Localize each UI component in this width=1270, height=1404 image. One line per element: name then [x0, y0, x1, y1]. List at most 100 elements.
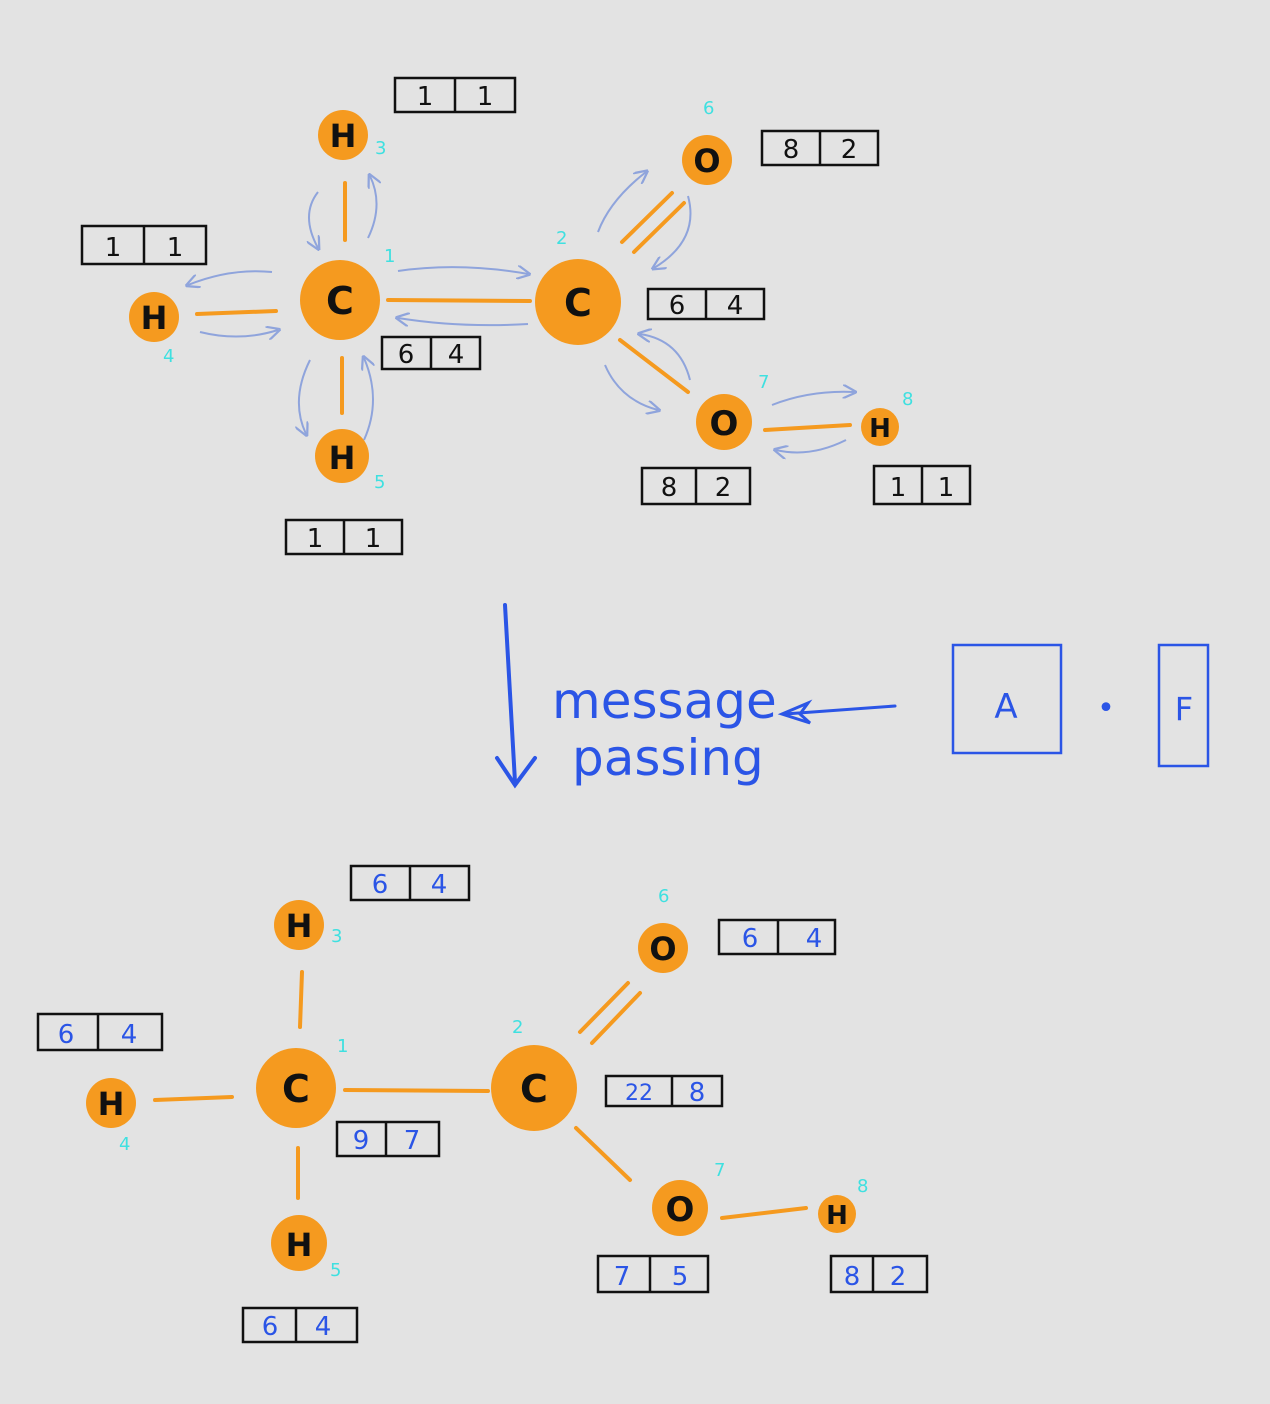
feature-box-c1: 9 7 [335, 1120, 441, 1158]
message-arrow-icon [640, 334, 691, 381]
message-arrow-icon [309, 191, 318, 248]
atom-index: 4 [119, 1134, 130, 1155]
atom-h4: H 4 [129, 292, 179, 367]
atom-c1: C 1 [256, 1036, 348, 1128]
message-arrow-icon [771, 392, 854, 406]
atom-index: 6 [658, 886, 669, 907]
feature-value: 1 [365, 524, 382, 554]
atom-symbol: C [564, 281, 592, 325]
feature-value: 6 [262, 1312, 279, 1342]
molecule-before: C 1 C 2 H 3 H 4 H 5 O 6 O [80, 76, 972, 556]
feature-value: 6 [669, 291, 686, 321]
message-label: message [552, 672, 777, 730]
feature-box-c2: 22 8 [604, 1074, 724, 1108]
atom-o6: O 6 [638, 886, 688, 973]
bond-o7-h8 [720, 1206, 808, 1220]
bond-c2-o6-b [590, 991, 642, 1045]
feature-box-h3: 6 4 [349, 864, 471, 902]
atom-o6: O 6 [682, 98, 732, 185]
bond-c1-h3 [298, 970, 304, 1029]
atom-index: 7 [758, 372, 769, 393]
feature-value: 6 [398, 340, 415, 370]
bond-c1-c2 [386, 298, 532, 303]
atom-h5: H 5 [271, 1215, 341, 1281]
message-arrow-icon [398, 318, 529, 325]
message-passing-section: message passing A • F [495, 603, 1210, 789]
feature-value: 4 [727, 291, 744, 321]
message-arrow-icon [654, 195, 692, 268]
atom-symbol: C [326, 279, 354, 323]
message-arrow-icon [364, 358, 373, 441]
feature-value: 4 [431, 870, 448, 900]
message-arrow-icon [776, 439, 847, 452]
feature-box-h4: 6 4 [36, 1012, 164, 1052]
atom-c2: C 2 [535, 228, 621, 345]
molecule-after: C 1 C 2 H 3 H 4 H 5 O 6 O [36, 864, 929, 1344]
feature-value: 1 [167, 233, 184, 263]
bond-c2-o6-b [632, 201, 686, 254]
feature-value: 7 [404, 1126, 421, 1156]
passing-label: passing [572, 729, 764, 787]
atom-h3: H 3 [318, 110, 386, 160]
atom-symbol: H [286, 907, 313, 945]
bond-c2-o7 [574, 1126, 632, 1182]
atom-index: 3 [375, 138, 386, 159]
atom-index: 5 [374, 472, 385, 493]
matrix-f: F [1157, 643, 1210, 768]
atom-h8: H 8 [861, 389, 913, 446]
feature-value: 1 [938, 473, 955, 503]
feature-value: 4 [806, 924, 823, 954]
atom-o7: O 7 [696, 372, 769, 450]
atom-h4: H 4 [86, 1078, 136, 1155]
matrix-f-label: F [1175, 690, 1193, 728]
atom-o7: O 7 [652, 1160, 725, 1236]
bonds-after [153, 970, 808, 1220]
feature-box-c2: 6 4 [646, 287, 766, 321]
atom-symbol: O [693, 142, 720, 180]
message-arrow-icon [367, 176, 377, 239]
atom-h3: H 3 [274, 900, 342, 950]
atom-symbol: H [329, 439, 356, 477]
message-arrow-icon [188, 270, 273, 285]
matrix-a-label: A [994, 687, 1017, 727]
atom-symbol: H [286, 1226, 313, 1264]
feature-value: 4 [121, 1020, 138, 1050]
feature-box-o6: 8 2 [760, 129, 880, 167]
left-arrow-icon [777, 699, 897, 725]
message-arrows [188, 172, 854, 452]
bond-o7-h8 [763, 423, 852, 432]
atom-index: 8 [857, 1176, 868, 1197]
feature-box-c1: 6 4 [380, 335, 482, 371]
feature-value: 2 [890, 1262, 907, 1292]
atom-index: 2 [556, 228, 567, 249]
atom-symbol: H [98, 1085, 125, 1123]
dot-operator: • [1097, 691, 1115, 726]
atom-symbol: H [330, 117, 357, 155]
feature-box-h8: 8 2 [829, 1254, 929, 1294]
atom-c2: C 2 [491, 1017, 577, 1131]
bond-c2-o6-a [620, 191, 674, 244]
feature-box-o6: 6 4 [717, 918, 837, 956]
feature-box-h4: 1 1 [80, 224, 208, 266]
feature-value: 8 [844, 1262, 861, 1292]
feature-value: 6 [58, 1020, 75, 1050]
bond-c2-o6-a [578, 981, 630, 1034]
atom-index: 1 [337, 1036, 348, 1057]
atom-symbol: H [826, 1201, 848, 1231]
feature-value: 1 [307, 524, 324, 554]
atom-symbol: O [666, 1190, 695, 1230]
feature-box-h8: 1 1 [872, 464, 972, 506]
feature-value: 22 [625, 1081, 653, 1106]
feature-value: 2 [841, 135, 858, 165]
atom-symbol: H [869, 414, 891, 444]
bond-c2-o7 [618, 338, 690, 394]
feature-value: 1 [890, 473, 907, 503]
atom-symbol: O [649, 930, 676, 968]
atom-symbol: C [520, 1067, 548, 1111]
atom-index: 2 [512, 1017, 523, 1038]
bond-c1-c2 [343, 1088, 490, 1093]
feature-value: 5 [672, 1262, 689, 1292]
feature-box-o7: 8 2 [640, 466, 752, 506]
atom-index: 1 [384, 246, 395, 267]
feature-value: 1 [417, 82, 434, 112]
